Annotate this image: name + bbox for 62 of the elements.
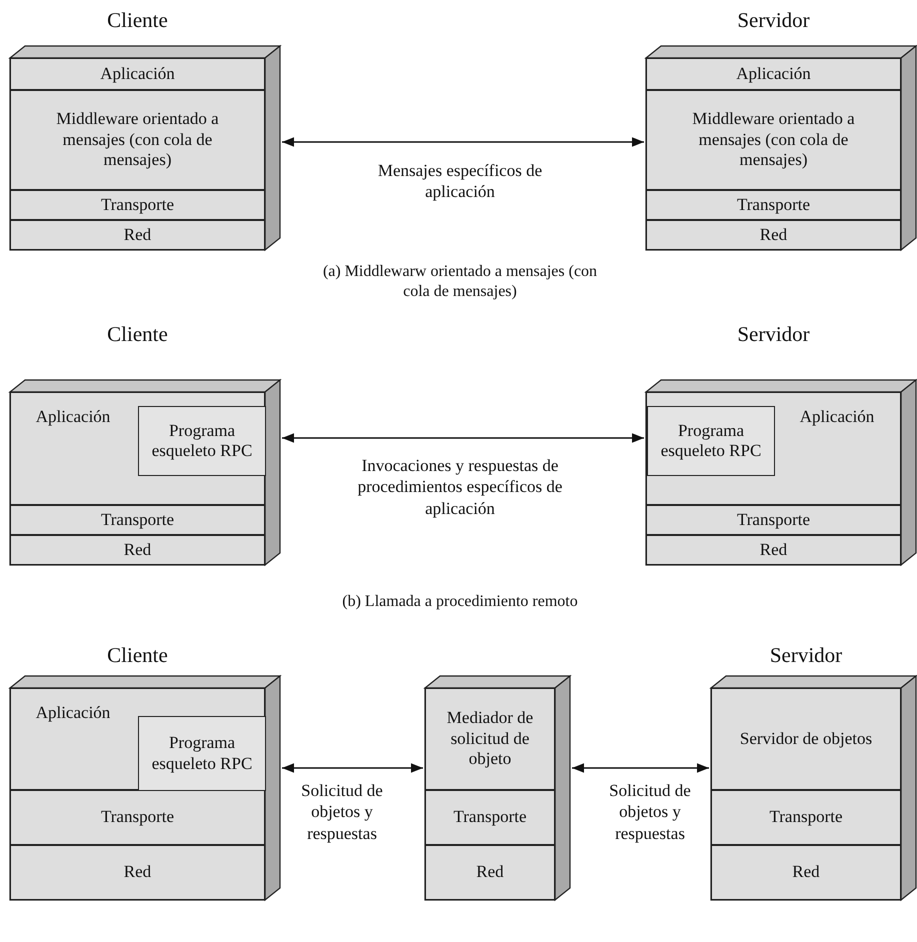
layer-box — [646, 535, 901, 565]
layer-box — [425, 688, 555, 790]
layer-label: Aplicación — [99, 64, 176, 84]
column-heading: Servidor — [768, 643, 844, 668]
layer-label: Red — [122, 224, 152, 246]
layer-label: Programa esqueleto RPC — [150, 733, 254, 774]
layer-label: Red — [475, 862, 505, 883]
layer-box — [10, 688, 265, 790]
layer-label: Mediador de solicitud de objeto — [446, 708, 534, 770]
layer-label: Transporte — [768, 807, 844, 828]
layer-box — [10, 790, 265, 845]
layer-box — [10, 90, 265, 190]
column-heading: Cliente — [106, 322, 169, 347]
layer-box — [646, 505, 901, 535]
layer-label: Red — [758, 224, 788, 246]
layer-label: Programa esqueleto RPC — [150, 420, 254, 462]
double-arrow — [282, 433, 644, 443]
layer-label: Red — [791, 862, 821, 883]
layer-label: Aplicación — [735, 64, 812, 84]
layer-label: Aplicación — [34, 703, 112, 724]
layer-box — [711, 688, 901, 790]
layer-label: Red — [758, 540, 788, 560]
layer-box — [646, 190, 901, 220]
layer-label: Aplicación — [34, 407, 112, 428]
layer-box — [10, 190, 265, 220]
layer-label: Transporte — [736, 510, 812, 530]
column-heading: Servidor — [736, 8, 811, 33]
layer-box — [646, 90, 901, 190]
layer-box — [646, 392, 901, 505]
layer-label: Middleware orientado a mensajes (con cola de mensajes) — [691, 109, 856, 171]
layer-box — [10, 845, 265, 900]
layer-box — [425, 845, 555, 900]
layer-box — [647, 406, 775, 476]
layer-box — [646, 58, 901, 90]
double-arrow — [282, 763, 423, 773]
layer-box — [138, 716, 266, 791]
column-heading: Cliente — [106, 8, 169, 33]
layer-label: Transporte — [100, 194, 176, 216]
layer-box — [10, 58, 265, 90]
layer-label: Transporte — [736, 194, 812, 216]
double-arrow — [572, 763, 709, 773]
layer-box — [711, 790, 901, 845]
layer-label: Programa esqueleto RPC — [660, 420, 762, 462]
layer-box — [10, 535, 265, 565]
column-heading: Servidor — [736, 322, 811, 347]
layer-box — [711, 845, 901, 900]
column-heading: Cliente — [106, 643, 169, 668]
layer-box — [425, 790, 555, 845]
layer-label: Transporte — [452, 807, 528, 828]
layer-label: Transporte — [100, 807, 176, 828]
layer-box — [10, 505, 265, 535]
layer-label: Red — [122, 862, 152, 883]
layer-box — [646, 220, 901, 250]
layer-box — [138, 406, 266, 476]
layer-label: Middleware orientado a mensajes (con cola de mensajes) — [55, 109, 220, 171]
layer-box — [10, 220, 265, 250]
layer-label: Servidor de objetos — [738, 728, 874, 750]
layer-label: Red — [122, 540, 152, 560]
double-arrow — [282, 137, 644, 147]
layer-label: Aplicación — [798, 407, 876, 428]
layer-label: Transporte — [100, 510, 176, 530]
layer-box — [10, 392, 265, 505]
